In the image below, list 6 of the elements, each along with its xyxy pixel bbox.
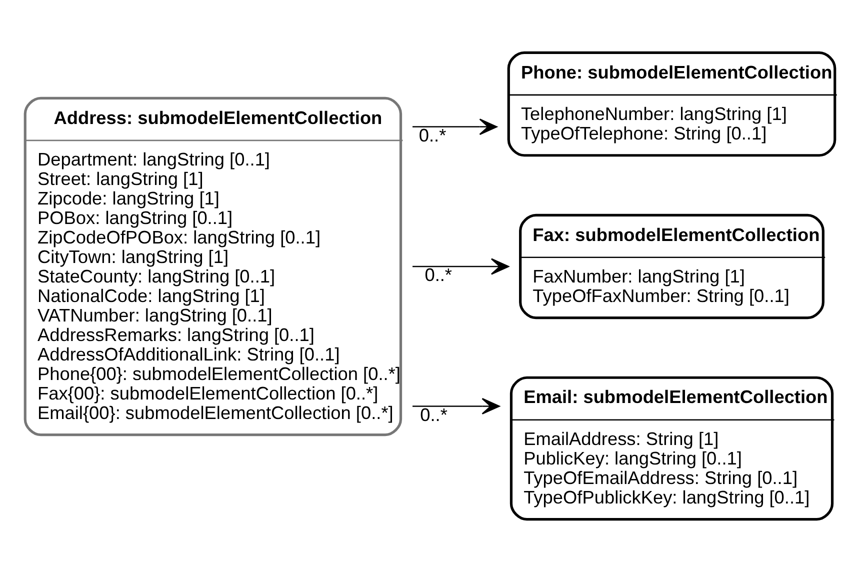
edge-label: 0..* (420, 404, 448, 425)
arrow (412, 398, 500, 414)
edge-label: 0..* (418, 125, 446, 146)
arrow (412, 258, 510, 275)
arrow (412, 118, 498, 136)
edge-label: 0..* (424, 265, 452, 286)
